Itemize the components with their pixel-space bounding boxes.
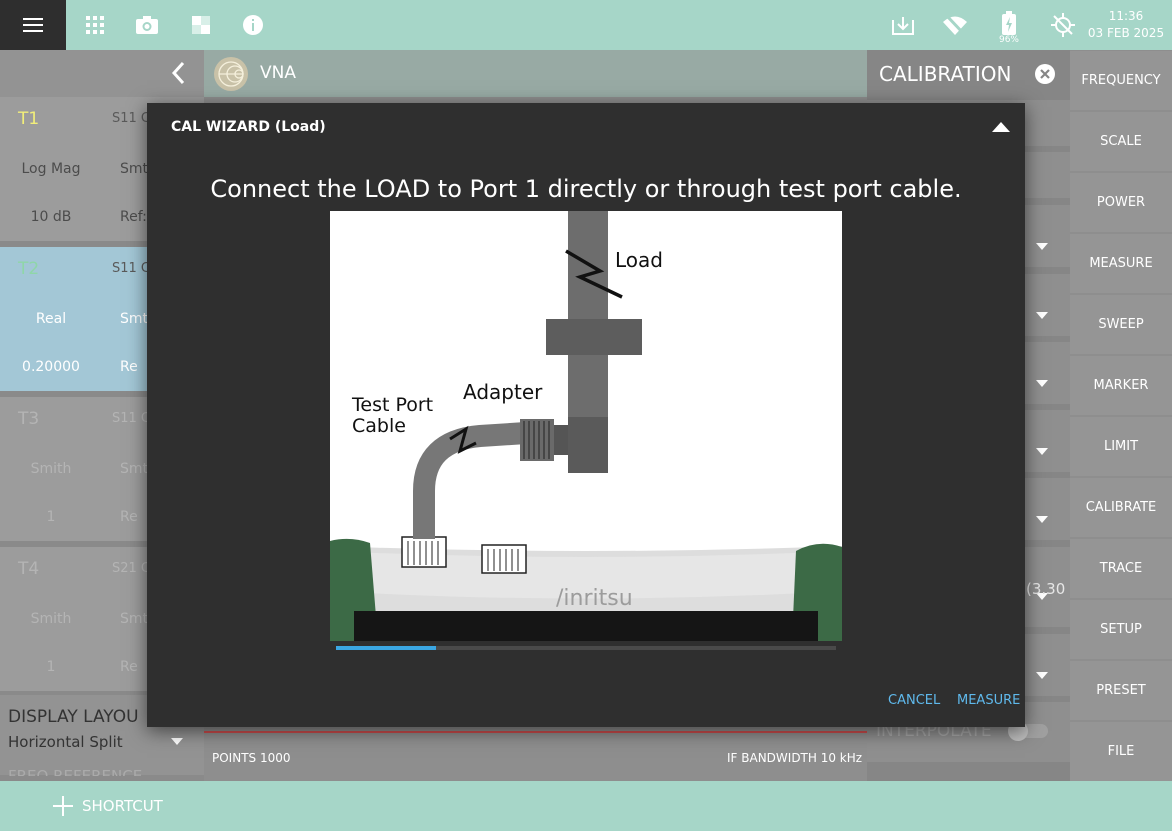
- vna-header: VNA: [204, 50, 867, 97]
- camera-icon[interactable]: [132, 10, 162, 40]
- battery-charging-icon: [994, 8, 1024, 38]
- display-layout-label: DISPLAY LAYOU: [8, 707, 139, 727]
- trace-name: T4: [18, 559, 40, 579]
- trace-format: Smith: [30, 461, 72, 477]
- trace-param: S21 C: [112, 561, 151, 576]
- trace-smoothing: Smt: [120, 161, 149, 177]
- display-layout-value: Horizontal Split: [8, 733, 123, 751]
- gps-off-icon[interactable]: [1048, 10, 1078, 40]
- menu-icon: [23, 18, 43, 32]
- trace-format: Log Mag: [21, 161, 81, 177]
- close-icon[interactable]: [1035, 64, 1055, 84]
- trace-smoothing: Smt: [120, 311, 149, 327]
- bottom-bar: SHORTCUT: [0, 781, 1172, 831]
- clock: 11:36 03 FEB 2025: [1086, 8, 1166, 42]
- calibration-title: CALIBRATION: [879, 62, 1012, 86]
- back-row: [0, 50, 204, 97]
- menu-item-measure[interactable]: MEASURE: [1070, 234, 1172, 293]
- trace-reference: Re: [120, 659, 138, 675]
- dialog-title: CAL WIZARD (Load): [171, 119, 326, 135]
- top-status-bar: 96% 11:36 03 FEB 2025: [0, 0, 1172, 50]
- menu-item-power[interactable]: POWER: [1070, 173, 1172, 232]
- trace-scale: 0.20000: [22, 359, 80, 375]
- trace-reference: Re: [120, 359, 138, 375]
- progress-bar-fill: [336, 646, 436, 650]
- freq-reference-label: FREQ REFERENCE: [8, 767, 143, 776]
- battery-percent: 96%: [998, 35, 1019, 45]
- menu-item-preset[interactable]: PRESET: [1070, 661, 1172, 720]
- caret-down-icon: [171, 738, 183, 745]
- trace-format: Real: [35, 311, 67, 327]
- menu-item-trace[interactable]: TRACE: [1070, 539, 1172, 598]
- load-connection-illustration: /inritsu Load Adapter Test Port Cable: [330, 211, 842, 641]
- wifi-off-icon[interactable]: [940, 10, 970, 40]
- menu-button[interactable]: [0, 0, 66, 50]
- menu-item-frequency[interactable]: FREQUENCY: [1070, 51, 1172, 110]
- caret-down-icon: [1036, 593, 1048, 600]
- apps-grid-icon[interactable]: [80, 10, 110, 40]
- brand-label: /inritsu: [556, 586, 633, 611]
- divider-line: [204, 731, 867, 733]
- caret-up-icon[interactable]: [991, 121, 1011, 133]
- plus-icon[interactable]: [52, 795, 74, 817]
- right-menu: FREQUENCY SCALE POWER MEASURE SWEEP MARK…: [1070, 50, 1172, 781]
- cable-label-line2: Cable: [352, 415, 406, 437]
- clock-time: 11:36: [1108, 9, 1144, 23]
- caret-down-icon: [1036, 243, 1048, 250]
- screen-icon[interactable]: [186, 10, 216, 40]
- menu-item-calibrate[interactable]: CALIBRATE: [1070, 478, 1172, 537]
- if-bandwidth-label[interactable]: IF BANDWIDTH 10 kHz: [727, 751, 863, 765]
- menu-item-file[interactable]: FILE: [1070, 722, 1172, 781]
- progress-bar: [336, 646, 836, 650]
- trace-name: T3: [18, 409, 40, 429]
- dialog-instruction: Connect the LOAD to Port 1 directly or t…: [210, 175, 962, 203]
- trace-reference: Ref:: [120, 209, 147, 225]
- menu-item-sweep[interactable]: SWEEP: [1070, 295, 1172, 354]
- caret-down-icon: [1036, 448, 1048, 455]
- points-label[interactable]: POINTS 1000: [212, 751, 291, 765]
- menu-item-marker[interactable]: MARKER: [1070, 356, 1172, 415]
- trace-scale: 1: [46, 509, 56, 525]
- download-icon[interactable]: [888, 10, 918, 40]
- smith-chart-icon: [214, 57, 248, 91]
- caret-down-icon: [1036, 380, 1048, 387]
- caret-down-icon: [1036, 312, 1048, 319]
- load-label: Load: [615, 248, 663, 272]
- trace-param: S11 C: [112, 261, 151, 276]
- trace-reference: Re: [120, 509, 138, 525]
- measure-button[interactable]: MEASURE: [957, 693, 1021, 708]
- cable-label-line1: Test Port: [351, 394, 433, 416]
- adapter-label: Adapter: [463, 380, 543, 404]
- cancel-button[interactable]: CANCEL: [888, 693, 941, 708]
- cal-wizard-dialog: CAL WIZARD (Load) Connect the LOAD to Po…: [147, 103, 1025, 727]
- menu-item-scale[interactable]: SCALE: [1070, 112, 1172, 171]
- trace-scale: 1: [46, 659, 56, 675]
- trace-name: T1: [18, 109, 40, 129]
- cal-partial-value: (3.30: [1026, 580, 1066, 598]
- trace-smoothing: Smt: [120, 611, 149, 627]
- trace-format: Smith: [30, 611, 72, 627]
- trace-name: T2: [18, 259, 40, 279]
- trace-scale: 10 dB: [30, 209, 72, 225]
- chevron-left-icon[interactable]: [164, 58, 194, 88]
- trace-param: S11 C: [112, 411, 151, 426]
- vna-title: VNA: [260, 63, 296, 83]
- menu-item-setup[interactable]: SETUP: [1070, 600, 1172, 659]
- trace-param: S11 C: [112, 111, 151, 126]
- clock-date: 03 FEB 2025: [1087, 26, 1165, 40]
- trace-smoothing: Smt: [120, 461, 149, 477]
- shortcut-button[interactable]: SHORTCUT: [82, 797, 163, 815]
- caret-down-icon: [1036, 672, 1048, 679]
- caret-down-icon: [1036, 516, 1048, 523]
- info-icon[interactable]: [238, 10, 268, 40]
- menu-item-limit[interactable]: LIMIT: [1070, 417, 1172, 476]
